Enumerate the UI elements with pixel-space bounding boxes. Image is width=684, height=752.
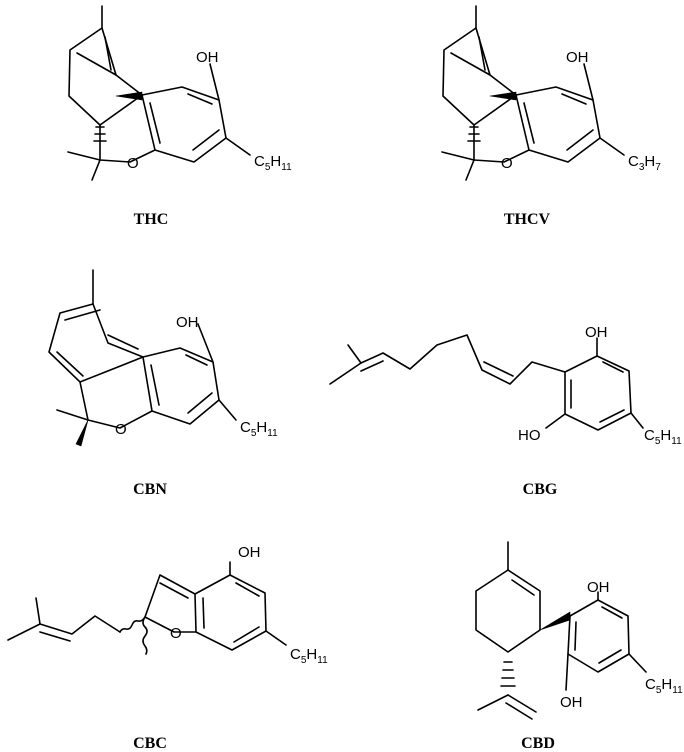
thc-hydroxyl-label: OH [196, 49, 219, 66]
structure-cbd: OH OH C5H11 CBD [475, 541, 683, 752]
thcv-hydroxyl-label: OH [566, 49, 589, 66]
cbc-name-label: CBC [133, 735, 167, 752]
cbg-hydroxyl-bottom-label: HO [518, 427, 541, 444]
structure-cbc: OH O C5H11 CBC [7, 544, 328, 752]
cbn-methyl-wedge [75, 419, 89, 447]
cbn-hydroxyl-label: OH [176, 314, 199, 331]
cbd-bonds [475, 541, 647, 720]
cbd-aryl-wedge [539, 611, 571, 631]
cbg-pentyl-label: C5H11 [644, 427, 682, 447]
cbg-hydroxyl-top-label: OH [585, 324, 608, 341]
cbn-oxygen-label: O [115, 421, 127, 438]
cbn-name-label: CBN [133, 481, 167, 498]
thc-oxygen-label: O [127, 155, 139, 172]
thc-stereo-wedge [115, 91, 143, 101]
thc-pentyl-label: C5H11 [254, 153, 292, 173]
thcv-stereo-hash [467, 126, 481, 142]
cbn-pentyl-label: C5H11 [240, 419, 278, 439]
cbc-bonds [7, 561, 287, 655]
structure-cbn: OH O C5H11 CBN [48, 269, 278, 498]
cbg-name-label: CBG [523, 481, 558, 498]
thcv-propyl-label: C3H7 [628, 153, 661, 173]
structure-cbg: OH HO C5H11 CBG [329, 324, 682, 498]
cbn-bonds [48, 269, 237, 429]
thcv-oxygen-label: O [501, 155, 513, 172]
cbg-bonds [329, 334, 644, 431]
thc-stereo-hash [93, 126, 107, 142]
cbd-isopropenyl-hash [500, 661, 516, 687]
cbc-hydroxyl-label: OH [238, 544, 261, 561]
thcv-bonds [441, 5, 625, 181]
cbc-oxygen-label: O [170, 625, 182, 642]
cbd-hydroxyl-bottom-label: OH [560, 694, 583, 711]
cbd-pentyl-label: C5H11 [645, 676, 683, 696]
cbd-hydroxyl-top-label: OH [587, 579, 610, 596]
thcv-name-label: THCV [504, 211, 551, 228]
thcv-stereo-wedge [489, 91, 517, 101]
thc-name-label: THC [134, 211, 169, 228]
thc-bonds [67, 5, 251, 181]
cbc-pentyl-label: C5H11 [290, 646, 328, 666]
structure-thcv: OH O C3H7 THCV [441, 5, 661, 228]
structure-thc: OH O C5H11 THC [67, 5, 292, 228]
cbd-name-label: CBD [521, 735, 555, 752]
